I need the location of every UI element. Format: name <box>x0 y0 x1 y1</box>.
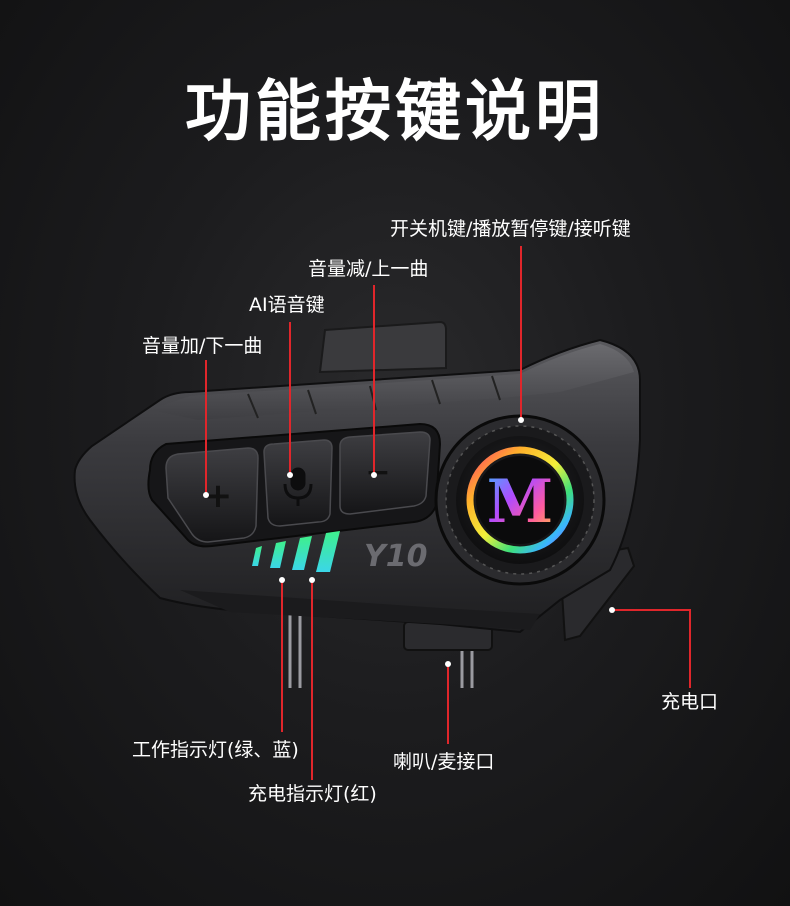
page-title: 功能按键说明 <box>185 73 605 150</box>
top-rim <box>150 344 634 420</box>
led-bar-4 <box>316 531 340 572</box>
leader-lines <box>205 246 691 780</box>
m-logo-icon: M <box>487 467 553 537</box>
label-volume-up: 音量加/下一曲 <box>142 335 263 357</box>
label-power-button: 开关机键/播放暂停键/接听键 <box>390 218 631 240</box>
ai-voice-button[interactable] <box>263 439 333 527</box>
led-bar-1 <box>252 546 262 566</box>
label-volume-down: 音量减/上一曲 <box>308 258 429 280</box>
mounting-pins <box>288 612 474 688</box>
led-bar-2 <box>270 541 286 568</box>
volume-down-button[interactable]: − <box>339 431 431 515</box>
rgb-ring <box>466 446 574 554</box>
label-speaker-port: 喇叭/麦接口 <box>393 751 495 773</box>
top-clip <box>318 320 447 374</box>
minus-symbol: − <box>365 455 390 490</box>
label-work-led: 工作指示灯(绿、蓝) <box>132 739 299 761</box>
label-charge-led: 充电指示灯(红) <box>248 783 377 805</box>
bottom-band <box>180 590 540 630</box>
label-ai-voice: AI语音键 <box>249 294 325 316</box>
leader-dots <box>203 417 615 667</box>
power-button[interactable]: M <box>434 414 606 586</box>
microphone-icon <box>283 467 313 506</box>
led-bar-3 <box>292 536 312 570</box>
label-charge-port: 充电口 <box>661 691 719 713</box>
y10-logo: Y10 <box>364 539 427 574</box>
led-indicators <box>252 531 340 572</box>
